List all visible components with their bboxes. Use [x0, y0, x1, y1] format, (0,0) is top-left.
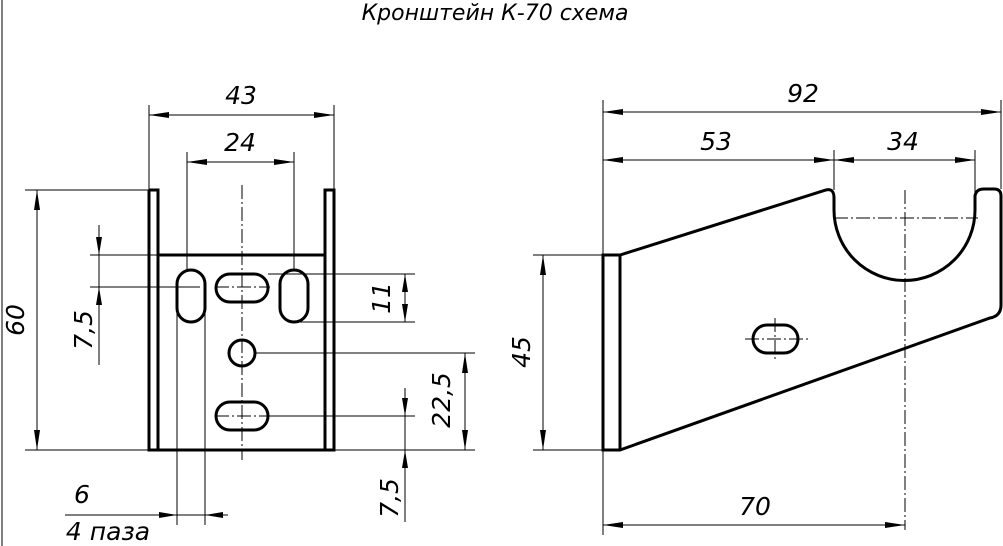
dim-label-75-left: 7,5	[69, 310, 98, 350]
side-view: 92 53 34 45 70	[507, 79, 1003, 535]
front-view: 43 24 60 7,5 11 22,5	[1, 81, 475, 546]
arrow	[540, 430, 546, 450]
arrow	[96, 287, 102, 305]
arrow	[834, 157, 854, 163]
arrow	[462, 430, 468, 450]
dim-label-24: 24	[224, 128, 256, 157]
arrow	[981, 109, 1001, 115]
arrow	[603, 522, 623, 528]
arrow	[955, 157, 975, 163]
arrow	[274, 159, 294, 165]
dim-label-53: 53	[700, 127, 732, 156]
arrow	[96, 237, 102, 255]
vertical-slot-right	[278, 268, 310, 324]
dim-label-92: 92	[787, 79, 819, 108]
dim-label-60: 60	[1, 304, 30, 336]
dim-label-11: 11	[367, 282, 396, 314]
arrow	[159, 512, 177, 518]
dim-label-70: 70	[739, 492, 771, 521]
arrow	[314, 112, 334, 118]
dim-label-34: 34	[887, 127, 919, 156]
vertical-slot-left	[175, 268, 207, 324]
arrow	[603, 157, 623, 163]
dim-label-75-bottom: 7,5	[375, 478, 404, 518]
arrow	[814, 157, 834, 163]
arrow	[402, 274, 408, 292]
arrow	[187, 159, 207, 165]
dim-label-225: 22,5	[427, 372, 456, 428]
arrow	[540, 255, 546, 275]
arrow	[34, 430, 40, 450]
arrow	[402, 304, 408, 322]
note-4-slots: 4 паза	[66, 517, 150, 546]
arrow	[402, 450, 408, 468]
front-profile-outline	[147, 188, 336, 452]
arrow	[149, 112, 169, 118]
arrow	[462, 353, 468, 373]
arrow	[603, 109, 623, 115]
dim-label-6: 6	[74, 480, 90, 509]
arrow	[34, 190, 40, 210]
dim-label-43: 43	[225, 81, 257, 110]
dim-label-45: 45	[507, 336, 536, 368]
side-profile-outline	[601, 187, 1003, 452]
arrow	[205, 512, 223, 518]
arrow	[885, 522, 905, 528]
arrow	[402, 398, 408, 416]
drawing-title: Кронштейн К-70 схема	[362, 1, 629, 26]
